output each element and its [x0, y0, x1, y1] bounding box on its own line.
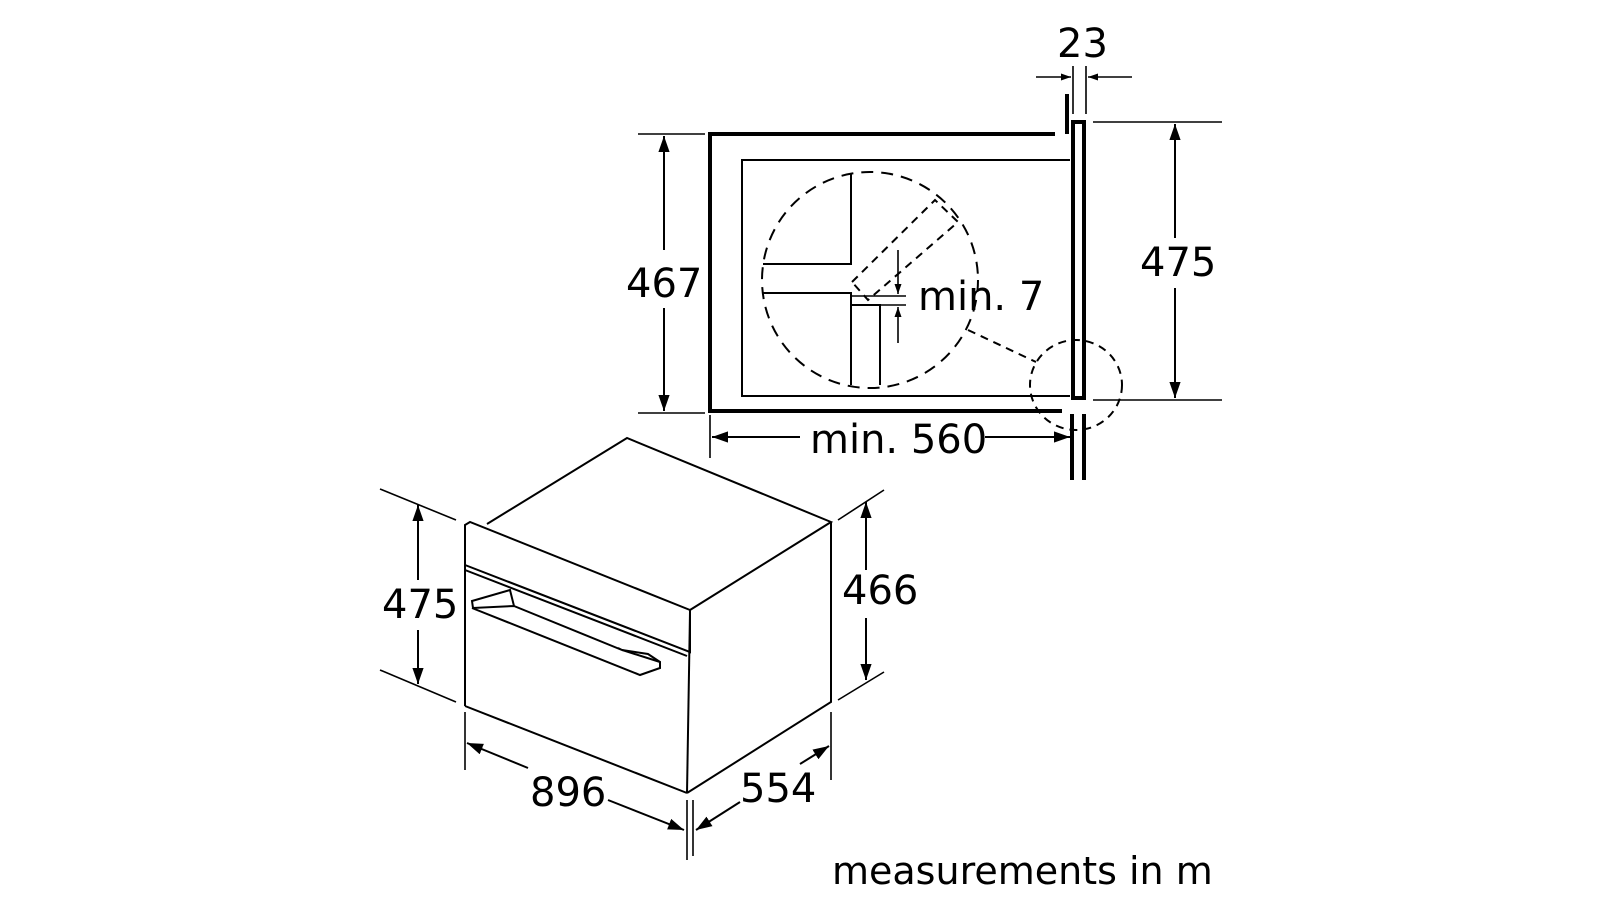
dim-466-ext-top — [837, 489, 885, 521]
dim-475-niche-label: 475 — [1140, 240, 1216, 286]
detail-circle — [761, 171, 979, 389]
dim-23-label: 23 — [1057, 21, 1108, 67]
dim-475-app-ext-bottom — [379, 669, 457, 703]
detail-callout-circle — [1029, 339, 1123, 431]
front-panel — [1071, 120, 1086, 400]
dim-554-label: 554 — [740, 766, 816, 812]
door-top-edge — [464, 569, 688, 657]
dim-896-arrow-right — [607, 799, 685, 831]
niche-outer-outline — [708, 132, 1062, 413]
dim-475-app-label: 475 — [382, 582, 458, 628]
appliance-isometric-view: 475 466 896 554 — [379, 436, 918, 860]
door-handle — [470, 588, 661, 677]
detail-wall-bottom — [763, 292, 852, 385]
dim-466-label: 466 — [842, 568, 918, 614]
dim-554-arrow-right — [799, 745, 830, 765]
appliance-side-face — [686, 522, 832, 794]
detail-leader — [967, 329, 1037, 363]
dim-554-arrow-left — [695, 801, 741, 831]
appliance-top-face — [486, 436, 834, 611]
dim-560-label: min. 560 — [810, 417, 987, 463]
appliance-front-bottom-edge — [464, 705, 688, 794]
niche-inner-outline — [741, 159, 1070, 397]
dim-466-ext-bottom — [837, 671, 885, 701]
control-panel-strip — [464, 520, 691, 654]
dim-467-label: 467 — [626, 261, 702, 307]
door-handle-end — [621, 649, 661, 663]
dim-896-label: 896 — [530, 770, 606, 816]
detail-angled-part — [850, 198, 960, 302]
dim-896-arrow-left — [466, 742, 529, 769]
detail-appliance-edge — [851, 304, 881, 385]
lower-panel-stub — [1070, 414, 1086, 480]
measurement-units-note: measurements in m — [832, 849, 1213, 893]
niche-section-view: min. 7 467 475 23 min. 560 — [626, 21, 1222, 480]
gap-min-label: min. 7 — [918, 274, 1044, 320]
dim-475-app-ext-top — [379, 488, 457, 521]
detail-wall-top — [763, 174, 852, 265]
